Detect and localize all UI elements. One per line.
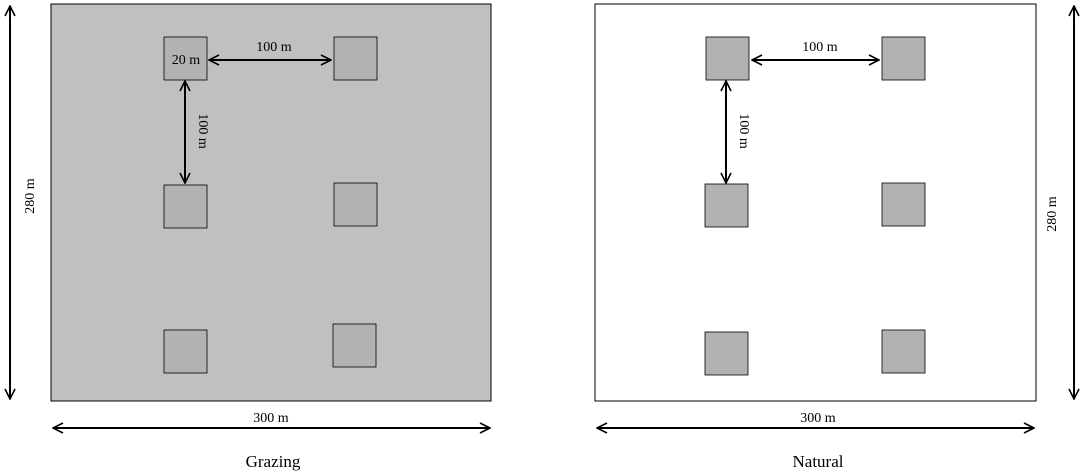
horizontal-spacing-label: 100 m: [256, 40, 292, 55]
plot-square: [705, 36, 750, 81]
plot-square: [881, 329, 926, 374]
plot-square: [163, 329, 208, 374]
grazing-panel: 20 m 100 m 100 m 280 m 300 m Grazing: [10, 3, 492, 471]
field-width-label: 300 m: [800, 411, 836, 426]
plot-square: [704, 331, 749, 376]
plot-square: [163, 184, 208, 229]
field-height-label: 280 m: [23, 178, 38, 214]
plot-size-label: 20 m: [172, 53, 201, 68]
plot-square: [332, 323, 377, 368]
vertical-spacing-label: 100 m: [195, 113, 210, 149]
field-width-label: 300 m: [253, 411, 289, 426]
plot-square: [881, 182, 926, 227]
horizontal-spacing-label: 100 m: [802, 40, 838, 55]
plot-square: [881, 36, 926, 81]
vertical-spacing-label: 100 m: [736, 113, 751, 149]
plot-square: [704, 183, 749, 228]
plot-square: [333, 36, 378, 81]
plot-square: [163, 36, 208, 81]
natural-title: Natural: [793, 452, 844, 471]
natural-panel: 100 m 100 m 280 m 300 m Natural: [594, 3, 1074, 471]
field-height-label: 280 m: [1045, 196, 1060, 232]
plot-square: [333, 182, 378, 227]
grazing-field: [50, 3, 492, 402]
natural-field: [594, 3, 1037, 402]
grazing-title: Grazing: [246, 452, 301, 471]
